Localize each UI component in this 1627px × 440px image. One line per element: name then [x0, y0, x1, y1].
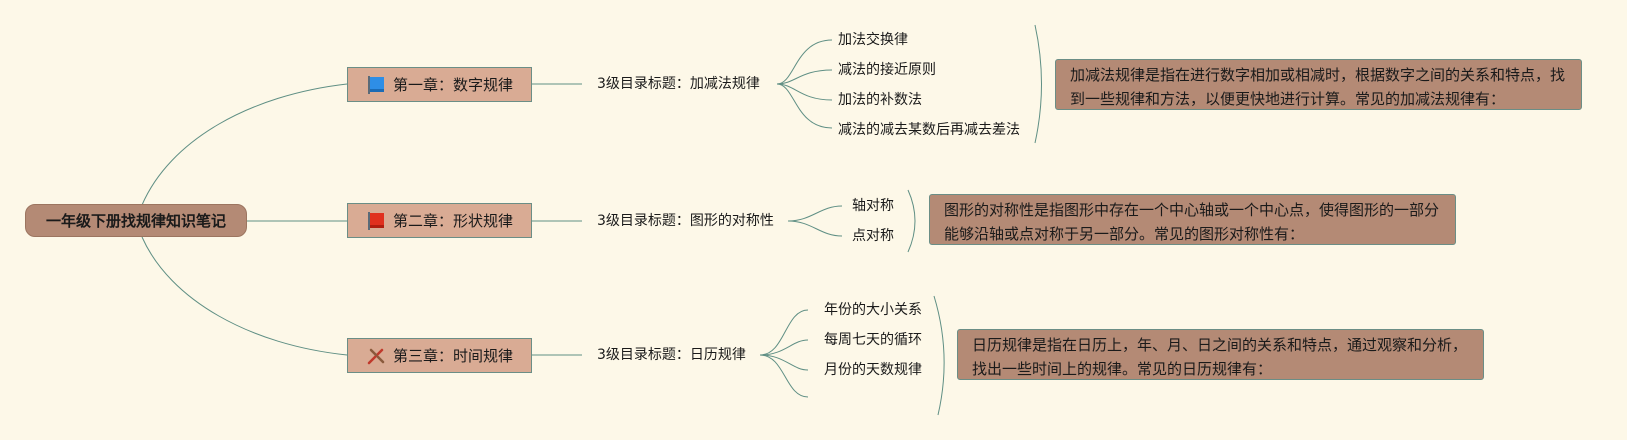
leaf-item[interactable]: 减法的接近原则	[838, 62, 936, 78]
description-note-1[interactable]: 加减法规律是指在进行数字相加或相减时，根据数字之间的关系和特点，找到一些规律和方…	[1055, 59, 1582, 110]
red-flag-icon	[365, 210, 387, 232]
chapter-node-3[interactable]: 第三章：时间规律	[347, 338, 532, 373]
sub-topic-3[interactable]: 3级目录标题：日历规律	[597, 347, 746, 363]
chapter-node-2[interactable]: 第二章：形状规律	[347, 203, 532, 238]
sub-topic-2[interactable]: 3级目录标题：图形的对称性	[597, 213, 774, 229]
leaf-item[interactable]: 减法的减去某数后再减去差法	[838, 122, 1020, 138]
leaf-item[interactable]: 月份的天数规律	[824, 362, 922, 378]
description-note-3[interactable]: 日历规律是指在日历上，年、月、日之间的关系和特点，通过观察和分析，找出一些时间上…	[957, 329, 1484, 380]
description-note-2[interactable]: 图形的对称性是指图形中存在一个中心轴或一个中心点，使得图形的一部分能够沿轴或点对…	[929, 194, 1456, 245]
leaf-item[interactable]: 加法交换律	[838, 32, 908, 48]
leaf-item[interactable]: 每周七天的循环	[824, 332, 922, 348]
tools-icon	[365, 345, 387, 367]
root-node[interactable]: 一年级下册找规律知识笔记	[25, 204, 247, 237]
leaf-item[interactable]: 年份的大小关系	[824, 302, 922, 318]
leaf-item[interactable]: 轴对称	[852, 198, 894, 214]
chapter-label: 第一章：数字规律	[393, 76, 514, 94]
sub-topic-1[interactable]: 3级目录标题：加减法规律	[597, 76, 760, 92]
blue-flag-icon	[365, 74, 387, 96]
root-label: 一年级下册找规律知识笔记	[45, 212, 226, 230]
leaf-item[interactable]: 加法的补数法	[838, 92, 922, 108]
chapter-node-1[interactable]: 第一章：数字规律	[347, 67, 532, 102]
chapter-label: 第三章：时间规律	[393, 347, 514, 365]
chapter-label: 第二章：形状规律	[393, 212, 514, 230]
leaf-item[interactable]: 点对称	[852, 228, 894, 244]
